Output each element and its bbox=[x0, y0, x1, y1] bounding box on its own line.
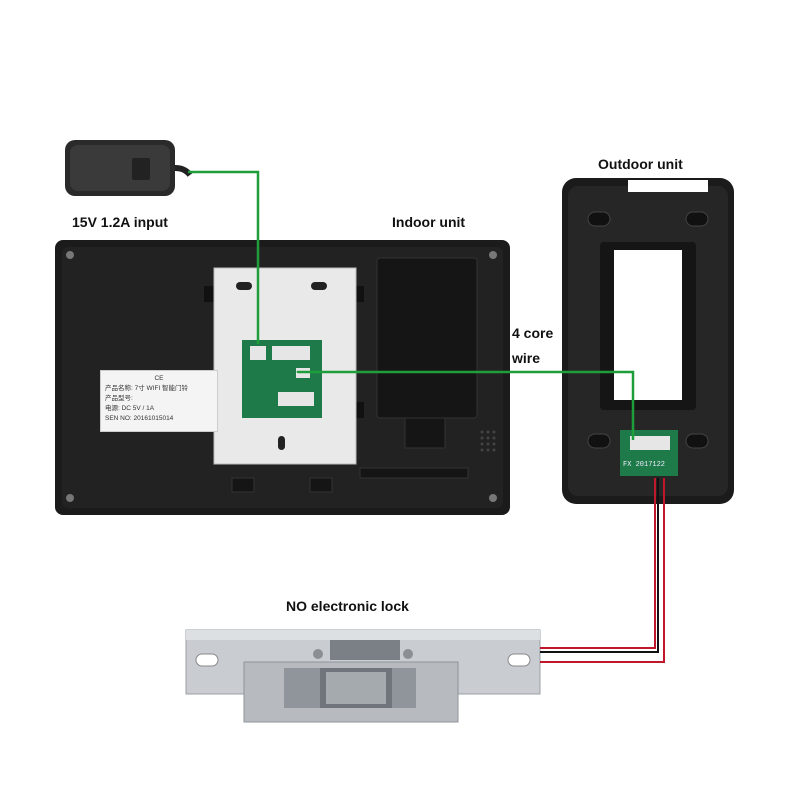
outdoor-unit-label: Outdoor unit bbox=[598, 156, 683, 172]
lock-label: NO electronic lock bbox=[286, 598, 409, 614]
sticker-line2: 产品型号: bbox=[105, 395, 133, 402]
wire-label-line2: wire bbox=[512, 350, 541, 366]
sticker-line4: SEN NO: 20161015014 bbox=[105, 415, 174, 422]
power-wire bbox=[188, 170, 260, 344]
wire-label-line1: 4 core bbox=[512, 325, 554, 341]
outdoor-pcb-code: FX 2017122 bbox=[623, 461, 666, 469]
lock-wire bbox=[540, 478, 665, 663]
outdoor-unit bbox=[562, 178, 734, 504]
indoor-unit-sticker: CE 产品名称: 7寸 WIFI 智能门铃 产品型号: 电源: DC 5V / … bbox=[100, 370, 218, 432]
electronic-lock bbox=[185, 629, 541, 723]
power-adapter bbox=[65, 140, 193, 196]
sticker-logos: CE bbox=[154, 375, 164, 382]
sticker-line3: 电源: DC 5V / 1A bbox=[105, 405, 155, 412]
power-input-label: 15V 1.2A input bbox=[72, 214, 168, 230]
mounting-plate bbox=[204, 267, 364, 465]
four-core-wire bbox=[296, 370, 635, 440]
indoor-unit-label: Indoor unit bbox=[392, 214, 466, 230]
sticker-line1: 产品名称: 7寸 WIFI 智能门铃 bbox=[105, 385, 189, 392]
